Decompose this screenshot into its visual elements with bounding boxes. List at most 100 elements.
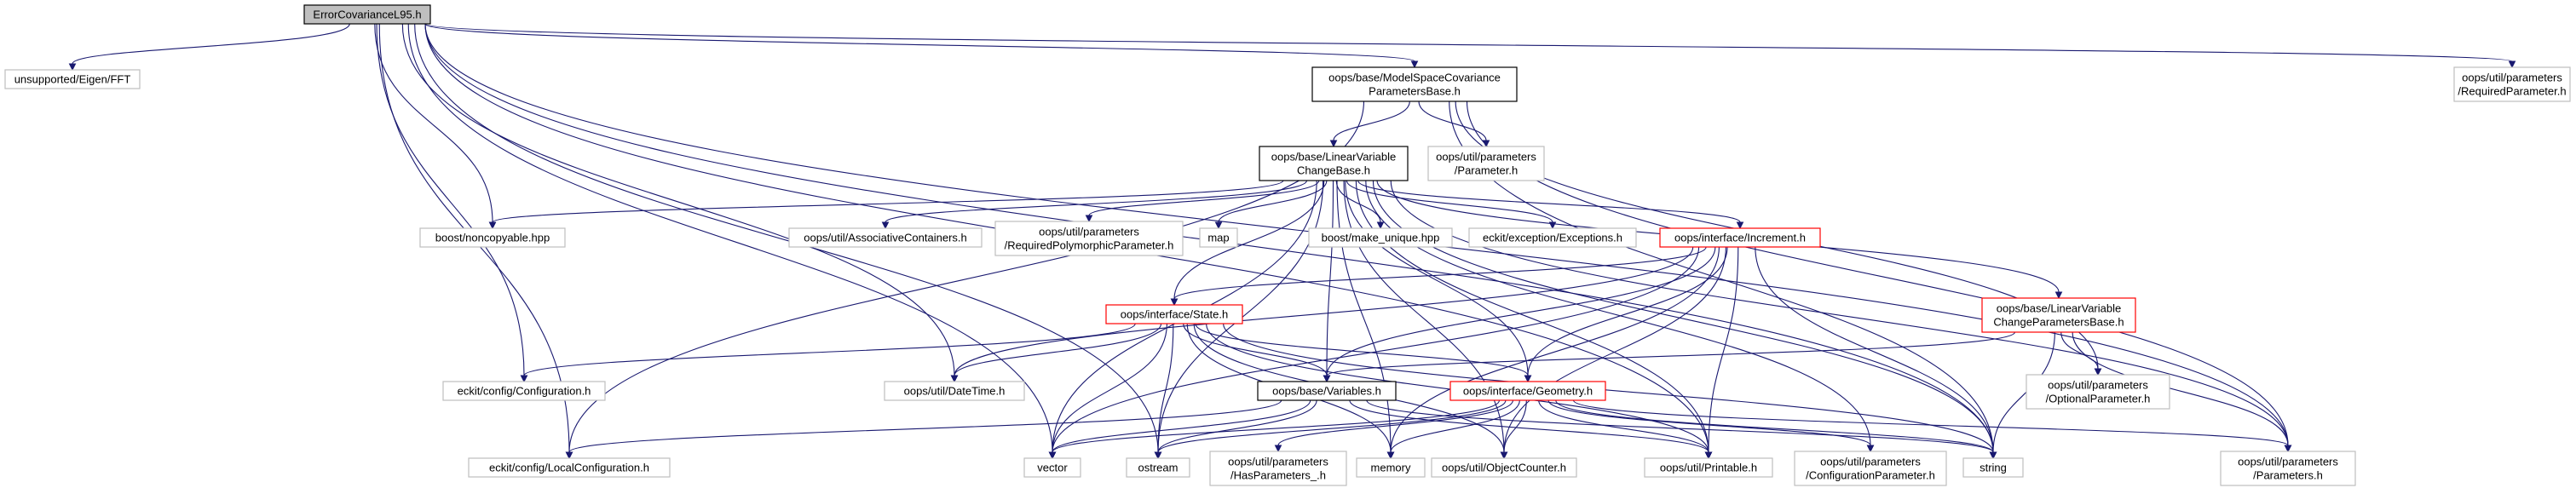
node-box[interactable]: [1644, 457, 1773, 478]
node-box[interactable]: [419, 227, 566, 248]
node-label: ParametersBase.h: [1369, 85, 1461, 98]
edge-arrowhead: [1154, 451, 1162, 460]
node-box[interactable]: [2026, 374, 2170, 410]
node-label: oops/util/AssociativeContainers.h: [804, 232, 967, 244]
node-box[interactable]: [1962, 457, 2024, 478]
node-label: oops/util/parameters: [2048, 379, 2148, 392]
edge-lvcb-to-makeuniq: [1335, 180, 1381, 223]
node-box[interactable]: [884, 381, 1025, 401]
node-label: unsupported/Eigen/FFT: [14, 73, 131, 86]
node-assoc[interactable]: oops/util/AssociativeContainers.h: [788, 227, 983, 248]
node-reqparam[interactable]: oops/util/parameters/RequiredParameter.h: [2453, 66, 2571, 102]
edge-geometry-to-memory: [1390, 399, 1520, 453]
node-box[interactable]: [1105, 304, 1243, 324]
edge-arrowhead: [2284, 445, 2292, 453]
node-box[interactable]: [1356, 457, 1426, 478]
edge-arrowhead: [1736, 221, 1744, 230]
node-box[interactable]: [1023, 457, 1081, 478]
node-vector[interactable]: vector: [1023, 457, 1081, 478]
node-box[interactable]: [1427, 146, 1545, 181]
node-datetime[interactable]: oops/util/DateTime.h: [884, 381, 1025, 401]
edge-root-to-fft: [72, 23, 350, 65]
node-box[interactable]: [1659, 227, 1821, 248]
node-variables[interactable]: oops/base/Variables.h: [1257, 381, 1397, 401]
node-box[interactable]: [1449, 381, 1606, 401]
node-box[interactable]: [2220, 451, 2356, 486]
node-string[interactable]: string: [1962, 457, 2024, 478]
node-ostream[interactable]: ostream: [1126, 457, 1190, 478]
node-configparam[interactable]: oops/util/parameters/ConfigurationParame…: [1794, 451, 1947, 486]
node-param[interactable]: oops/util/parameters/Parameter.h: [1427, 146, 1545, 181]
node-localconfig[interactable]: eckit/config/LocalConfiguration.h: [468, 457, 671, 478]
node-label: oops/util/ObjectCounter.h: [1442, 462, 1566, 474]
node-box[interactable]: [4, 69, 141, 89]
edge-lvcb-to-geometry: [1345, 180, 1529, 376]
node-label: eckit/config/Configuration.h: [458, 385, 591, 398]
node-mscpb[interactable]: oops/base/ModelSpaceCovarianceParameters…: [1311, 66, 1518, 102]
edge-variables-to-printable: [1349, 399, 1709, 453]
node-root[interactable]: ErrorCovarianceL95.h: [303, 4, 431, 25]
edge-lvcb-to-exceptions: [1346, 180, 1553, 223]
node-increment[interactable]: oops/interface/Increment.h: [1659, 227, 1821, 248]
node-box[interactable]: [1468, 227, 1637, 248]
node-box[interactable]: [1311, 66, 1518, 102]
node-box[interactable]: [468, 457, 671, 478]
node-box[interactable]: [1794, 451, 1947, 486]
node-params[interactable]: oops/util/parameters/Parameters.h: [2220, 451, 2356, 486]
node-box[interactable]: [1199, 227, 1238, 248]
edge-root-to-config: [376, 23, 525, 376]
node-box[interactable]: [1257, 381, 1397, 401]
node-hasparams[interactable]: oops/util/parameters/HasParameters_.h: [1209, 451, 1347, 486]
node-label: /HasParameters_.h: [1230, 469, 1326, 482]
node-box[interactable]: [1209, 451, 1347, 486]
node-geometry[interactable]: oops/interface/Geometry.h: [1449, 381, 1606, 401]
node-label: oops/util/parameters: [1820, 456, 1921, 468]
node-optparam[interactable]: oops/util/parameters/OptionalParameter.h: [2026, 374, 2170, 410]
edge-arrowhead: [1214, 221, 1223, 230]
node-box[interactable]: [1126, 457, 1190, 478]
edge-geometry-to-hasparams: [1277, 399, 1513, 446]
edge-arrowhead: [1704, 451, 1713, 460]
node-box[interactable]: [1259, 146, 1409, 181]
node-label: oops/base/LinearVariable: [1271, 151, 1396, 164]
edge-increment-to-vector: [1052, 246, 1700, 453]
node-label: oops/util/Printable.h: [1660, 462, 1757, 474]
node-objcounter[interactable]: oops/util/ObjectCounter.h: [1431, 457, 1577, 478]
edge-lvcb-to-memory: [1336, 180, 1392, 453]
edge-lvcb-to-map: [1218, 180, 1328, 223]
node-box[interactable]: [1308, 227, 1453, 248]
node-config[interactable]: eckit/config/Configuration.h: [442, 381, 606, 401]
edge-lvcb-to-reqpoly: [1088, 180, 1320, 216]
edge-lvcb-to-increment: [1357, 180, 1741, 223]
node-printable[interactable]: oops/util/Printable.h: [1644, 457, 1773, 478]
node-label: ChangeParametersBase.h: [1993, 316, 2124, 329]
node-state[interactable]: oops/interface/State.h: [1105, 304, 1243, 324]
node-makeuniq[interactable]: boost/make_unique.hpp: [1308, 227, 1453, 248]
node-label: oops/interface/Geometry.h: [1463, 385, 1593, 398]
edge-variables-to-localconfig: [568, 399, 1282, 453]
node-label: oops/util/parameters: [2238, 456, 2338, 468]
node-box[interactable]: [994, 221, 1184, 256]
edge-arrowhead: [1410, 60, 1419, 69]
edge-root-to-mscpb: [424, 23, 1415, 62]
node-box[interactable]: [442, 381, 606, 401]
node-box[interactable]: [788, 227, 983, 248]
node-box[interactable]: [1431, 457, 1577, 478]
node-memory[interactable]: memory: [1356, 457, 1426, 478]
node-reqpoly[interactable]: oops/util/parameters/RequiredPolymorphic…: [994, 221, 1184, 256]
node-box[interactable]: [1981, 297, 2136, 333]
node-map[interactable]: map: [1199, 227, 1238, 248]
node-label: oops/base/LinearVariable: [1997, 302, 2121, 315]
node-label: oops/base/Variables.h: [1272, 385, 1381, 398]
edge-arrowhead: [1989, 451, 1997, 460]
edge-state-to-geometry: [1195, 323, 1529, 376]
node-fft[interactable]: unsupported/Eigen/FFT: [4, 69, 141, 89]
node-box[interactable]: [303, 4, 431, 25]
node-noncopy[interactable]: boost/noncopyable.hpp: [419, 227, 566, 248]
node-lvcpb[interactable]: oops/base/LinearVariableChangeParameters…: [1981, 297, 2136, 333]
node-label: /Parameters.h: [2253, 469, 2323, 482]
node-exceptions[interactable]: eckit/exception/Exceptions.h: [1468, 227, 1637, 248]
node-box[interactable]: [2453, 66, 2571, 102]
